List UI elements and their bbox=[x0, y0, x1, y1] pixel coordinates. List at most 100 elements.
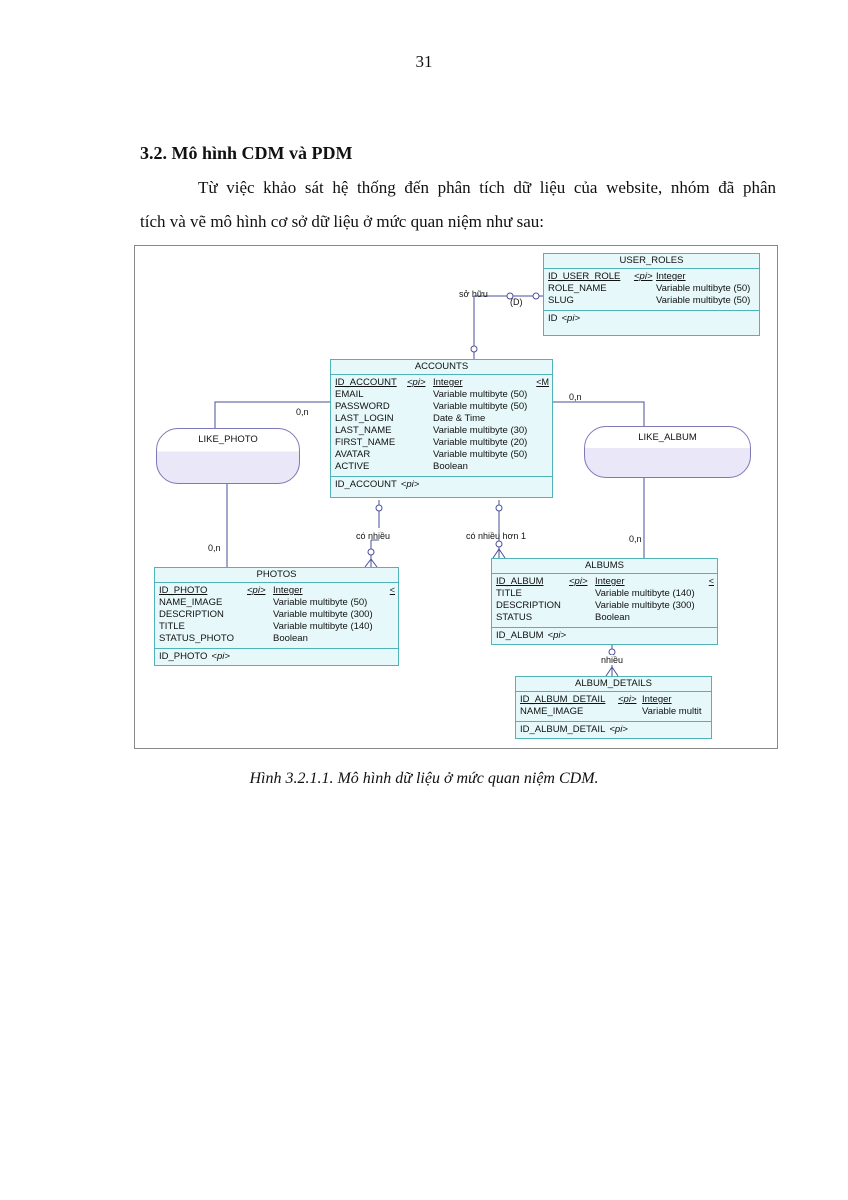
attribute-row: STATUS Boolean bbox=[496, 612, 713, 624]
relationship-label-nhieu: nhiều bbox=[600, 655, 625, 665]
attribute-name: AVATAR bbox=[335, 449, 371, 460]
attribute-pi bbox=[407, 449, 433, 461]
attribute-type: Variable multibyte (140) bbox=[595, 588, 695, 599]
section-title: 3.2. Mô hình CDM và PDM bbox=[140, 143, 353, 163]
attribute-row: ID_PHOTO <pi> Integer bbox=[159, 585, 394, 597]
attribute-type: Variable multibyte (30) bbox=[433, 425, 528, 436]
attribute-name: ID_USER_ROLE bbox=[548, 271, 621, 282]
attribute-row: TITLE Variable multibyte (140) bbox=[496, 588, 713, 600]
entity-title: ALBUM_DETAILS bbox=[516, 677, 711, 692]
attribute-row: ID_USER_ROLE <pi> Integer bbox=[548, 271, 755, 283]
attribute-name: LAST_NAME bbox=[335, 425, 392, 436]
relationship-label-co-nhieu: có nhiều bbox=[356, 531, 391, 541]
attribute-type: Variable multibyte (50) bbox=[433, 401, 528, 412]
attribute-name: NAME_IMAGE bbox=[159, 597, 223, 608]
entity-photos: PHOTOS < ID_PHOTO <pi> Integer NAME_IMAG… bbox=[154, 567, 399, 666]
attribute-type: Integer bbox=[273, 585, 303, 596]
attribute-pi: <pi> bbox=[407, 377, 426, 388]
attribute-pi bbox=[569, 588, 595, 600]
attribute-type: Date & Time bbox=[433, 413, 486, 424]
identifier-name: ID_ALBUM bbox=[496, 630, 544, 641]
identifier-name: ID_ALBUM_DETAIL bbox=[520, 724, 606, 735]
association-label: LIKE_PHOTO bbox=[198, 434, 258, 445]
attribute-type: Integer bbox=[656, 271, 686, 282]
entity-user-roles: USER_ROLES ID_USER_ROLE <pi> Integer ROL… bbox=[543, 253, 760, 336]
attribute-row: PASSWORD Variable multibyte (50) bbox=[335, 401, 548, 413]
relationship-lines bbox=[214, 292, 645, 677]
attribute-name: ID_PHOTO bbox=[159, 585, 208, 596]
association-like-album: LIKE_ALBUM bbox=[584, 426, 751, 478]
attribute-row: EMAIL Variable multibyte (50) bbox=[335, 389, 548, 401]
attribute-pi bbox=[634, 283, 656, 295]
attribute-name: ROLE_NAME bbox=[548, 283, 607, 294]
attribute-name: STATUS bbox=[496, 612, 533, 623]
attribute-pi: <pi> bbox=[634, 271, 653, 282]
attribute-name: LAST_LOGIN bbox=[335, 413, 394, 424]
attribute-name: ACTIVE bbox=[335, 461, 370, 472]
relationship-label-co-nhieu-hon-1: có nhiều hơn 1 bbox=[466, 531, 526, 541]
attribute-pi bbox=[407, 401, 433, 413]
attribute-name: PASSWORD bbox=[335, 401, 390, 412]
attribute-row: ID_ALBUM <pi> Integer bbox=[496, 576, 713, 588]
attribute-type: Variable multibyte (50) bbox=[433, 389, 528, 400]
attribute-pi bbox=[569, 600, 595, 612]
attribute-name: SLUG bbox=[548, 295, 574, 306]
cardinality-label: 0,n bbox=[629, 534, 642, 544]
attribute-type: Integer bbox=[595, 576, 625, 587]
attribute-pi bbox=[247, 633, 273, 645]
attribute-type: Variable multibyte (50) bbox=[273, 597, 368, 608]
attribute-type: Integer bbox=[433, 377, 463, 388]
attribute-type: Variable multibyte (140) bbox=[273, 621, 373, 632]
attribute-row: STATUS_PHOTO Boolean bbox=[159, 633, 394, 645]
attribute-row: ID_ACCOUNT <pi> Integer bbox=[335, 377, 548, 389]
attribute-pi bbox=[247, 597, 273, 609]
identifier-pi: <pi> bbox=[211, 651, 230, 662]
identifier-row: ID_ACCOUNT<pi> bbox=[331, 477, 552, 497]
attribute-row: DESCRIPTION Variable multibyte (300) bbox=[496, 600, 713, 612]
attribute-pi bbox=[569, 612, 595, 624]
truncated-text: < bbox=[708, 576, 714, 586]
figure-caption: Hình 3.2.1.1. Mô hình dữ liệu ở mức quan… bbox=[249, 770, 599, 787]
attribute-row: LAST_LOGIN Date & Time bbox=[335, 413, 548, 425]
attribute-row: NAME_IMAGE Variable multit bbox=[520, 706, 707, 718]
attribute-pi bbox=[407, 425, 433, 437]
attribute-name: DESCRIPTION bbox=[496, 600, 561, 611]
association-label: LIKE_ALBUM bbox=[638, 432, 697, 443]
attribute-type: Variable multibyte (50) bbox=[656, 295, 751, 306]
attribute-row: ACTIVE Boolean bbox=[335, 461, 548, 473]
attribute-pi: <pi> bbox=[618, 694, 637, 705]
attribute-pi: <pi> bbox=[569, 576, 588, 587]
attribute-name: STATUS_PHOTO bbox=[159, 633, 234, 644]
paragraph-line-2: tích và vẽ mô hình cơ sở dữ liệu ở mức q… bbox=[140, 212, 544, 231]
attribute-row: NAME_IMAGE Variable multibyte (50) bbox=[159, 597, 394, 609]
attribute-type: Integer bbox=[642, 694, 672, 705]
identifier-name: ID_PHOTO bbox=[159, 651, 208, 662]
attribute-row: SLUG Variable multibyte (50) bbox=[548, 295, 755, 307]
relationship-label-so-huu: sở hữu bbox=[459, 289, 488, 299]
attribute-list: ID_ALBUM_DETAIL <pi> Integer NAME_IMAGE … bbox=[516, 692, 711, 722]
attribute-type: Boolean bbox=[433, 461, 468, 472]
attribute-row: FIRST_NAME Variable multibyte (20) bbox=[335, 437, 548, 449]
association-like-photo: LIKE_PHOTO bbox=[156, 428, 300, 484]
attribute-row: ID_ALBUM_DETAIL <pi> Integer bbox=[520, 694, 707, 706]
attribute-pi bbox=[247, 609, 273, 621]
paragraph-line-1: Từ việc khảo sát hệ thống đến phân tích … bbox=[198, 178, 776, 197]
entity-albums: ALBUMS < ID_ALBUM <pi> Integer TITLE Var… bbox=[491, 558, 718, 645]
attribute-pi bbox=[247, 621, 273, 633]
cdm-diagram: USER_ROLES ID_USER_ROLE <pi> Integer ROL… bbox=[134, 245, 778, 749]
attribute-pi bbox=[407, 413, 433, 425]
entity-accounts: ACCOUNTS <M ID_ACCOUNT <pi> Integer EMAI… bbox=[330, 359, 553, 498]
attribute-type: Boolean bbox=[273, 633, 308, 644]
attribute-row: ROLE_NAME Variable multibyte (50) bbox=[548, 283, 755, 295]
attribute-type: Variable multibyte (50) bbox=[656, 283, 751, 294]
entity-title: PHOTOS bbox=[155, 568, 398, 583]
attribute-name: ID_ALBUM_DETAIL bbox=[520, 694, 606, 705]
attribute-pi bbox=[407, 437, 433, 449]
identifier-name: ID_ACCOUNT bbox=[335, 479, 397, 490]
attribute-type: Variable multibyte (50) bbox=[433, 449, 528, 460]
attribute-pi bbox=[407, 389, 433, 401]
identifier-name: ID bbox=[548, 313, 558, 324]
entity-title: USER_ROLES bbox=[544, 254, 759, 269]
cardinality-label: 0,n bbox=[296, 407, 309, 417]
page-number: 31 bbox=[415, 52, 433, 71]
